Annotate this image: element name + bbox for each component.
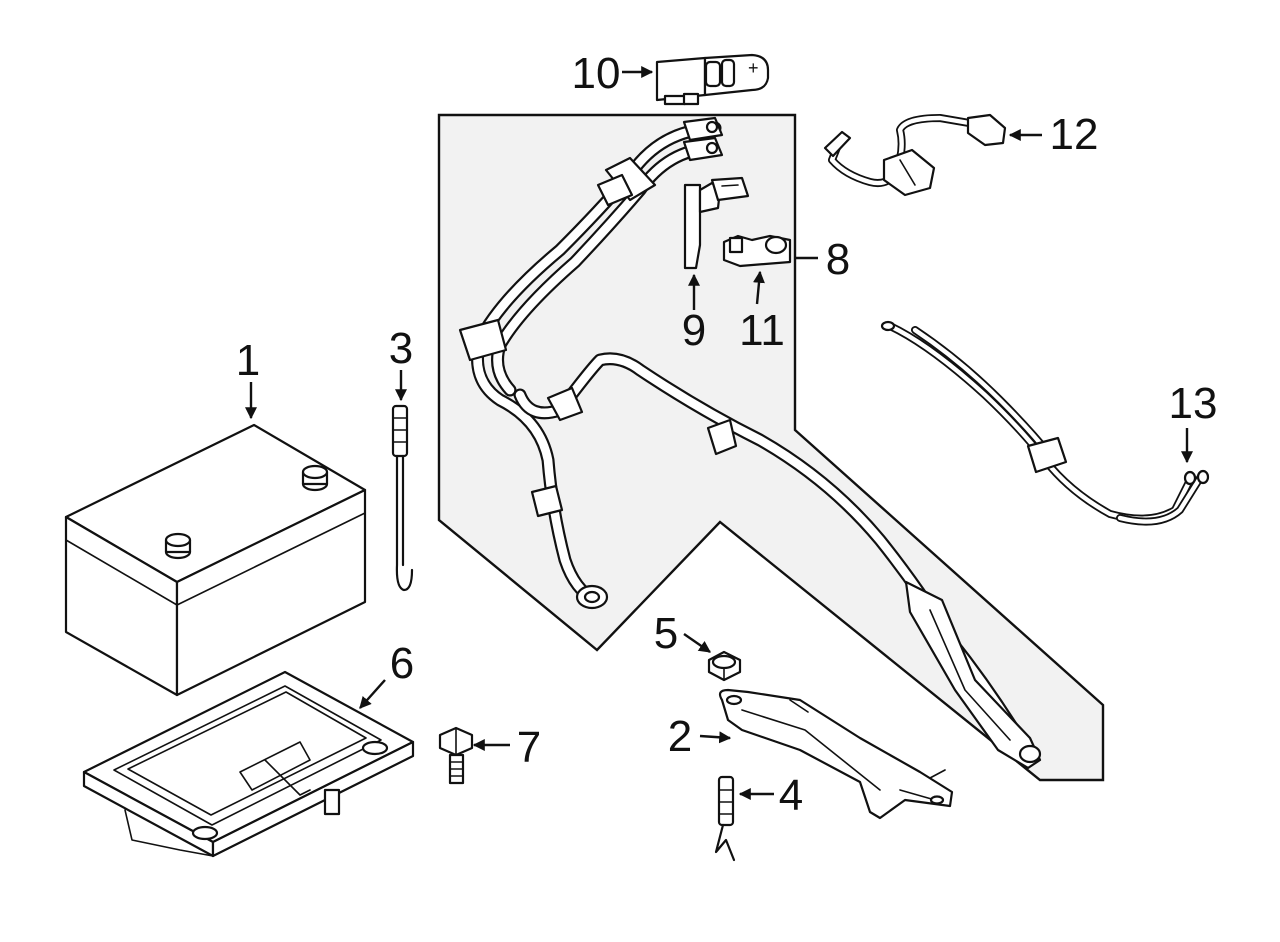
- callout-4: 4: [738, 771, 803, 820]
- callout-7: 7: [472, 723, 541, 772]
- battery[interactable]: [64, 423, 367, 697]
- svg-text:6: 6: [390, 639, 414, 688]
- callout-12: 12: [1008, 110, 1099, 159]
- battery-terminal-post-front: [164, 532, 192, 560]
- hold-down-bolt[interactable]: [438, 726, 474, 785]
- callout-5: 5: [654, 609, 711, 658]
- svg-text:9: 9: [682, 306, 706, 355]
- svg-text:10: 10: [572, 49, 621, 98]
- svg-text:1: 1: [236, 336, 260, 385]
- callout-2: 2: [668, 712, 732, 761]
- svg-text:4: 4: [779, 771, 803, 820]
- svg-text:11: 11: [739, 306, 785, 355]
- callout-8: 8: [794, 235, 850, 284]
- callout-3: 3: [389, 324, 413, 402]
- terminal-clamp[interactable]: [722, 234, 792, 268]
- svg-text:2: 2: [668, 712, 692, 761]
- svg-text:12: 12: [1050, 110, 1099, 159]
- callout-9: 9: [682, 273, 706, 355]
- battery-terminal-post-rear: [301, 464, 329, 492]
- svg-text:8: 8: [826, 235, 850, 284]
- svg-text:5: 5: [654, 609, 678, 658]
- hold-down-nut[interactable]: [707, 650, 742, 682]
- battery-harness[interactable]: [880, 320, 1210, 526]
- hold-down-rod-short[interactable]: [714, 775, 736, 862]
- positive-symbol: +: [748, 58, 759, 78]
- negative-cable-assembly[interactable]: [823, 113, 1007, 197]
- svg-text:7: 7: [517, 723, 541, 772]
- svg-text:13: 13: [1169, 379, 1218, 428]
- callout-10: 10: [572, 49, 654, 98]
- positive-terminal-cover[interactable]: +: [655, 53, 770, 106]
- callout-13: 13: [1169, 379, 1218, 464]
- callout-11: 11: [739, 270, 785, 355]
- positive-cable-assembly[interactable]: [458, 116, 1042, 770]
- battery-tray[interactable]: [82, 670, 415, 858]
- callout-6: 6: [359, 639, 414, 709]
- hold-down-rod-long[interactable]: [391, 404, 414, 592]
- terminal-bracket[interactable]: [683, 176, 750, 270]
- callout-1: 1: [236, 336, 260, 420]
- svg-text:3: 3: [389, 324, 413, 373]
- hold-down-clamp[interactable]: [718, 688, 954, 820]
